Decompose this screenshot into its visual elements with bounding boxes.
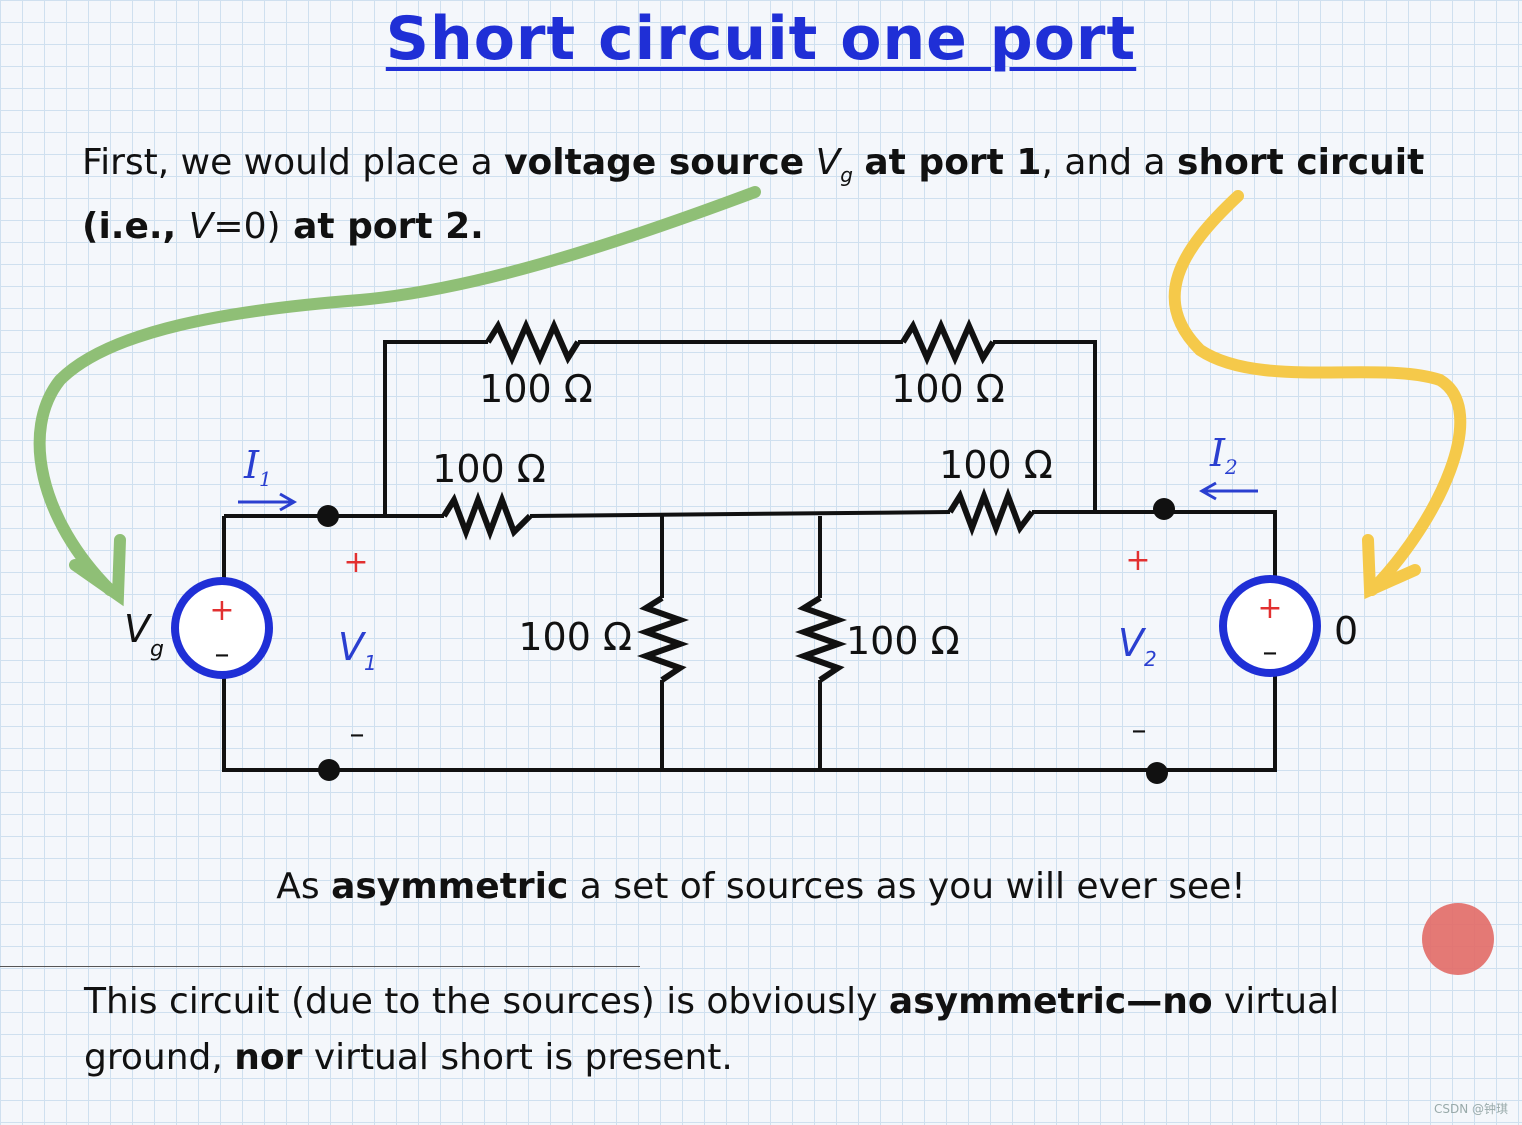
resistor-shunt-left (636, 595, 690, 683)
divider (0, 966, 640, 967)
label-zero-source: 0 (1334, 609, 1358, 653)
vg-subscript: g (840, 163, 853, 187)
green-arrow (33, 186, 761, 596)
ie-prefix: (i.e., (82, 206, 189, 247)
bold-at-port-1: at port 1 (864, 142, 1042, 183)
label-i2: I2 (1209, 431, 1238, 479)
bold-at-port-2: at port 2. (280, 206, 484, 247)
equals-zero: =0) (213, 206, 281, 247)
note-text-2: virtual (1212, 981, 1340, 1022)
v2-plus: + (1125, 543, 1150, 578)
source-right-minus: – (1263, 635, 1278, 670)
caption: As asymmetric a set of sources as you wi… (0, 866, 1522, 907)
node-port2-bottom (1146, 762, 1168, 784)
label-r-shunt-left: 100 Ω (518, 615, 632, 659)
v-symbol: V (188, 206, 214, 247)
intro-text-2: , and a (1041, 142, 1178, 183)
source-left-plus: + (209, 593, 234, 628)
note-text-1: This circuit (due to the sources) is obv… (84, 981, 889, 1022)
arrow-i2 (1198, 481, 1258, 501)
v1-plus: + (343, 545, 368, 580)
intro-text: First, we would place a (82, 142, 505, 183)
v1-minus: – (350, 717, 365, 752)
source-left-minus: – (215, 637, 230, 672)
bold-short-circuit: short circuit (1177, 142, 1425, 183)
note-text-4: virtual short is present. (302, 1037, 733, 1078)
yellow-arrowhead (1362, 534, 1421, 600)
arrow-i1 (238, 492, 298, 512)
label-r-top-right: 100 Ω (891, 367, 1005, 411)
note: This circuit (due to the sources) is obv… (84, 974, 1339, 1086)
green-arrowhead (69, 534, 126, 607)
vg-symbol: V (815, 142, 841, 183)
caption-text-2: a set of sources as you will ever see! (568, 866, 1246, 907)
label-i1: I1 (243, 443, 272, 491)
note-text-3: ground, (84, 1037, 235, 1078)
v2-minus: – (1132, 713, 1147, 748)
wires (222, 340, 1277, 772)
label-v2: V2 (1118, 621, 1157, 671)
resistor-labels: 100 Ω 100 Ω 100 Ω 100 Ω 100 Ω 100 Ω (432, 367, 1053, 663)
resistor-mid-right (947, 487, 1035, 537)
source-right-plus: + (1257, 591, 1282, 626)
pointer-dot (1422, 903, 1494, 975)
label-r-mid-right: 100 Ω (939, 443, 1053, 487)
label-r-shunt-right: 100 Ω (846, 619, 960, 663)
resistor-shunt-right (794, 595, 848, 683)
label-v1: V1 (338, 625, 377, 675)
label-r-top-left: 100 Ω (479, 367, 593, 411)
page-title: Short circuit one port (385, 4, 1137, 74)
caption-text-1: As (276, 866, 332, 907)
node-port1-top (317, 505, 339, 527)
intro-line-1: First, we would place a voltage source V… (82, 142, 1424, 187)
resistors (441, 318, 1035, 683)
resistor-top-right (900, 318, 996, 366)
voltage-source-left (171, 577, 273, 679)
label-r-mid-left: 100 Ω (432, 447, 546, 491)
yellow-arrow (1168, 190, 1467, 596)
resistor-mid-left (441, 491, 533, 541)
bold-voltage-source: voltage source (504, 142, 805, 183)
note-bold-2: nor (234, 1037, 303, 1078)
label-vg: Vg (124, 607, 164, 662)
node-port1-bottom (318, 759, 340, 781)
resistor-top-left (485, 318, 581, 366)
watermark: CSDN @钟琪 (1433, 1102, 1508, 1116)
note-bold-1: asymmetric—no (888, 981, 1213, 1022)
node-port2-top (1153, 498, 1175, 520)
intro-line-2: (i.e., V=0) at port 2. (82, 206, 484, 247)
caption-bold: asymmetric (331, 866, 569, 907)
voltage-source-right (1219, 575, 1321, 677)
